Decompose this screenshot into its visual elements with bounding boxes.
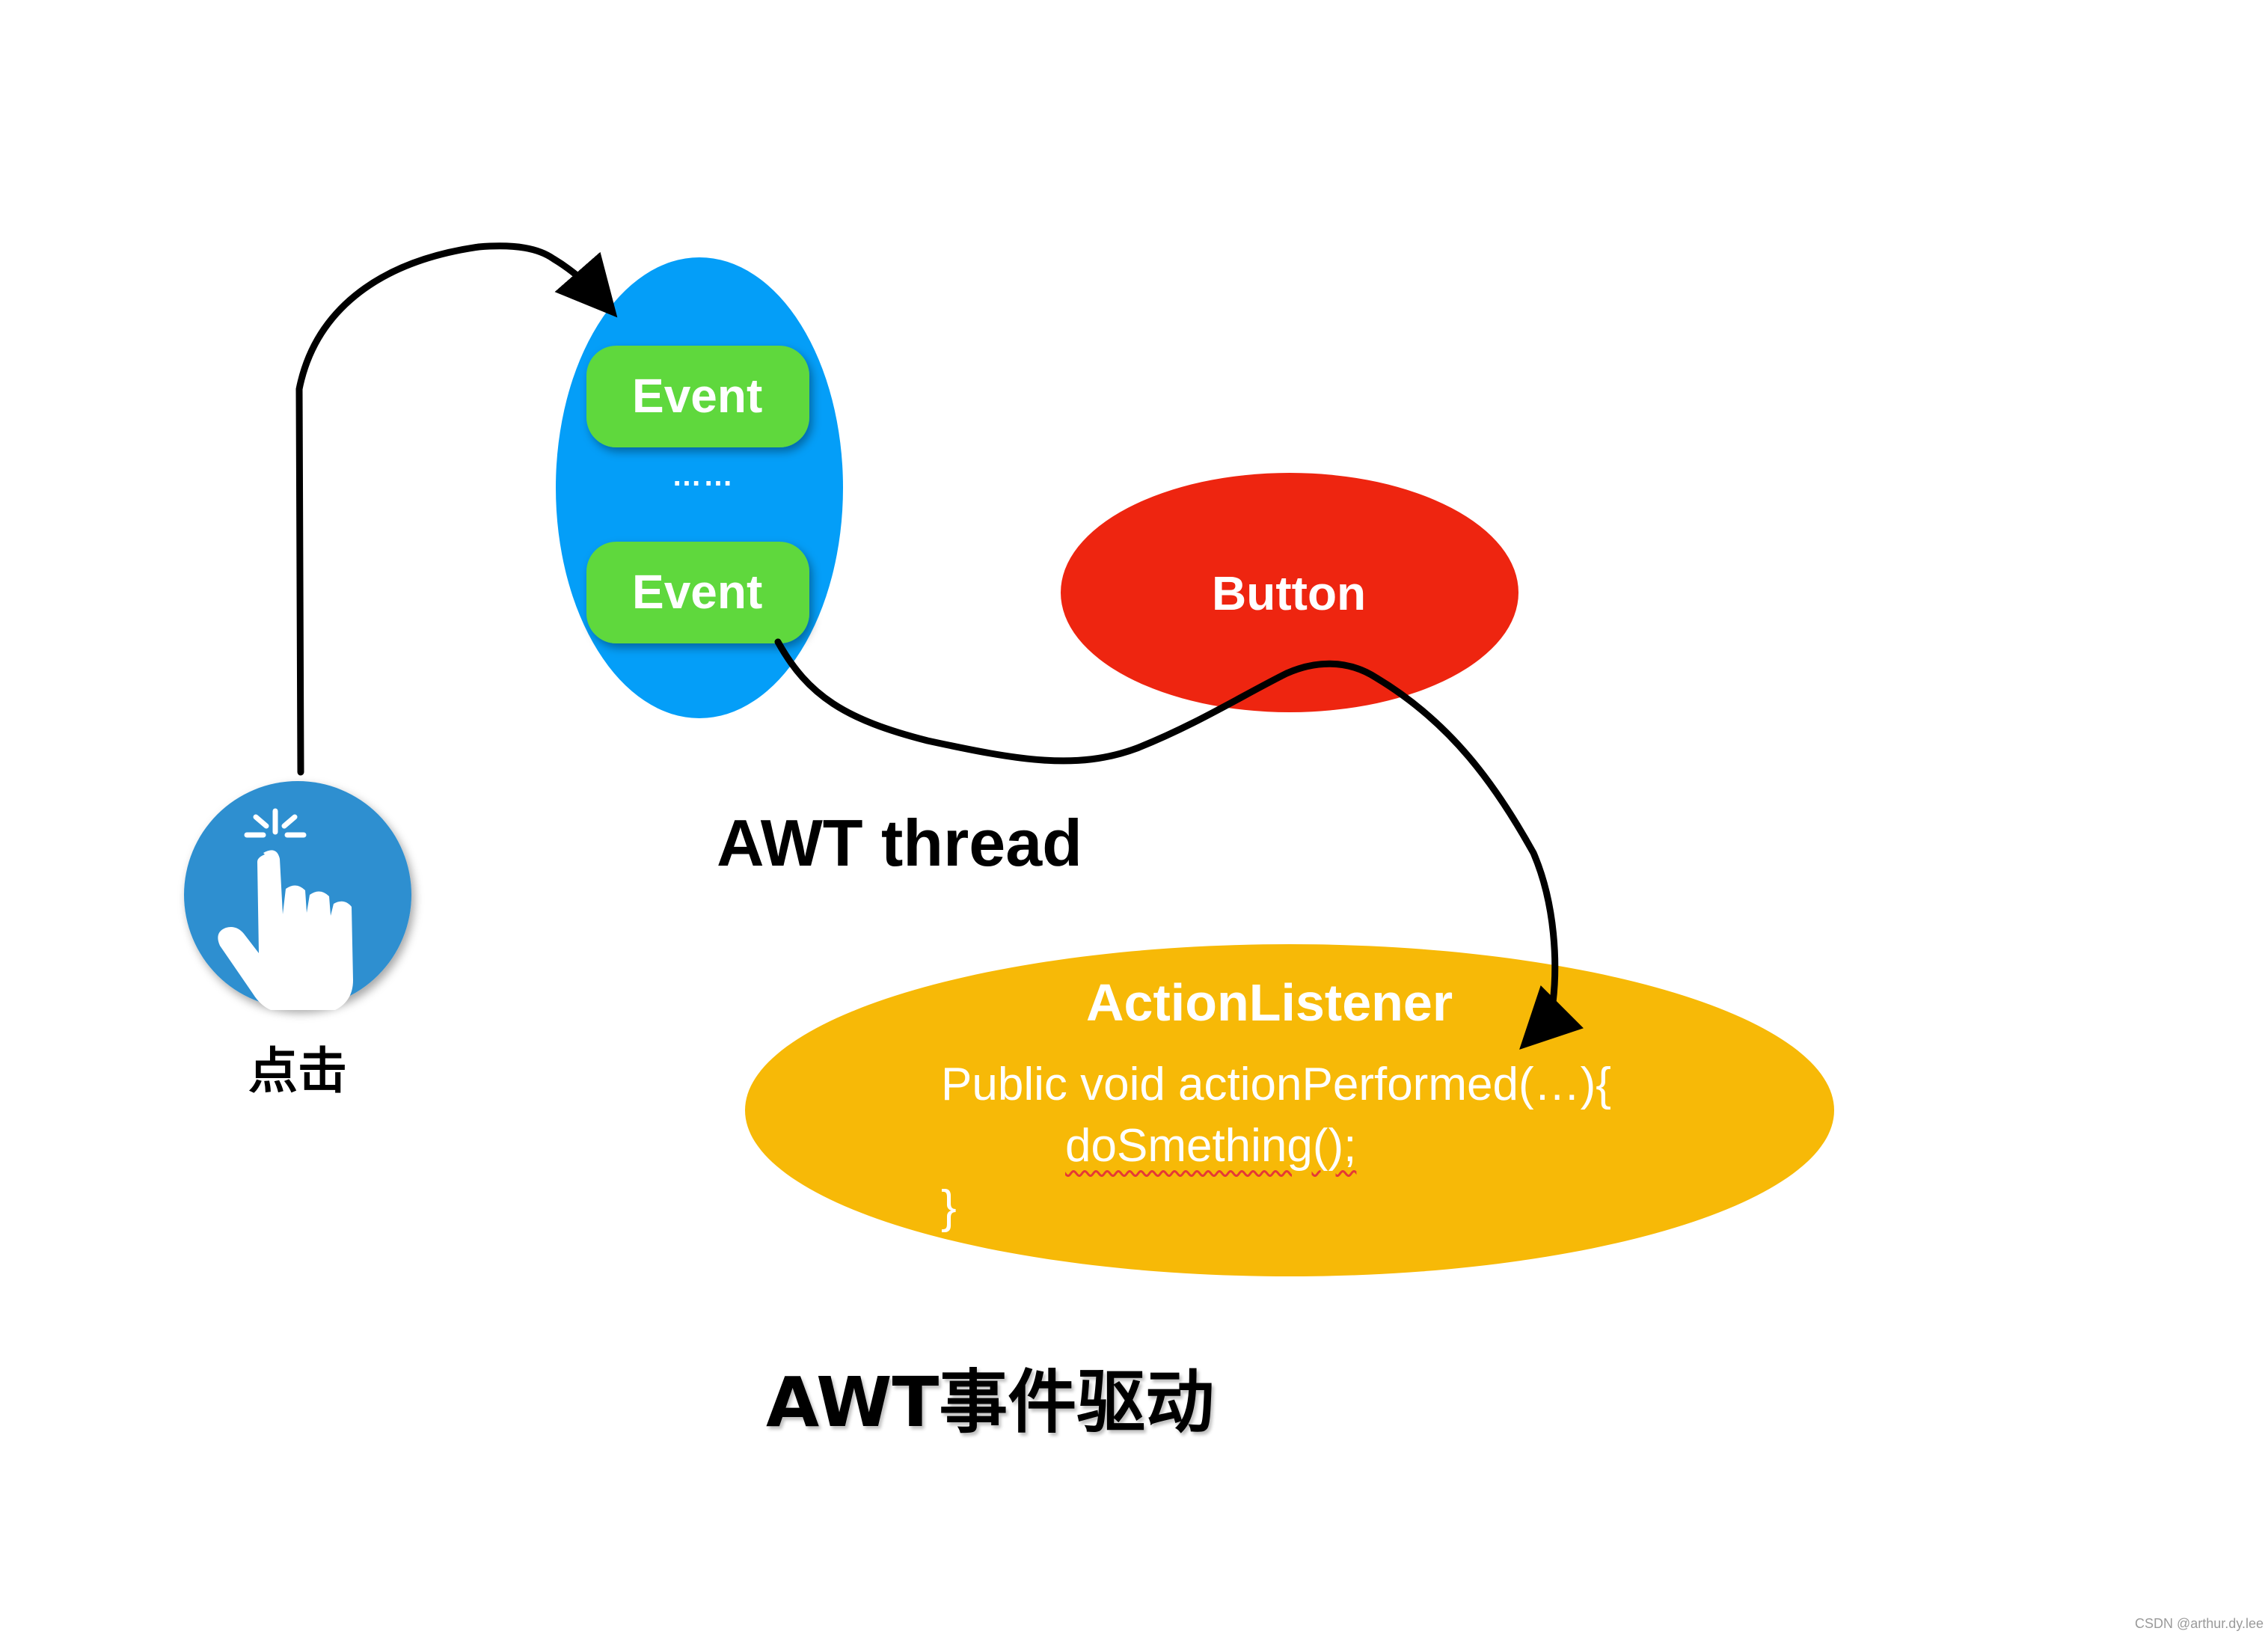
button-label: Button	[1212, 566, 1367, 620]
watermark: CSDN @arthur.dy.lee	[2135, 1616, 2264, 1631]
code-line-2: doSmething();	[1065, 1120, 1357, 1172]
code-line-3: }	[941, 1181, 957, 1233]
action-listener-title: ActionListener	[1086, 973, 1453, 1032]
event-pill-1	[586, 346, 809, 447]
click-label: 点击	[248, 1042, 347, 1100]
diagram-caption: AWT事件驱动	[766, 1362, 1215, 1442]
event-label-2: Event	[632, 565, 763, 619]
hand-tap-icon	[184, 781, 411, 1010]
event-ellipsis: ……	[672, 459, 735, 492]
button-ellipse	[1061, 473, 1518, 712]
awt-thread-label: AWT thread	[717, 806, 1082, 880]
code-line-1: Public void actionPerformed(…){	[941, 1059, 1611, 1110]
event-label-1: Event	[632, 369, 763, 423]
event-pill-2	[586, 542, 809, 643]
event-to-listener-arrow	[774, 638, 1584, 1050]
click-to-thread-arrow	[295, 242, 618, 776]
